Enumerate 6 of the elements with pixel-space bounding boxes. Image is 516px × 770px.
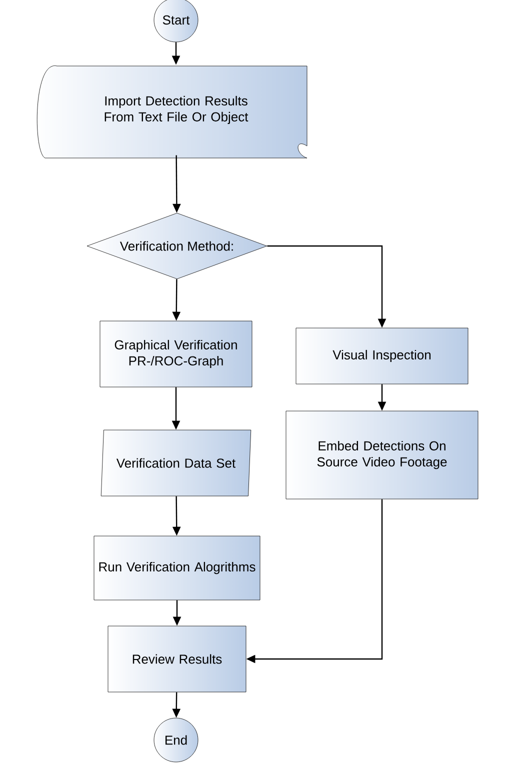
process-box: Run Verification Alogrithms: [94, 536, 260, 600]
process-box: Graphical Verification PR-/ROC-Graph: [100, 320, 252, 388]
process-box: Embed Detections On Source Video Footage: [286, 410, 478, 500]
process-box: Review Results: [108, 626, 246, 692]
process-box: Visual Inspection: [296, 328, 468, 384]
data-parallelogram: Verification Data Set: [100, 430, 252, 496]
